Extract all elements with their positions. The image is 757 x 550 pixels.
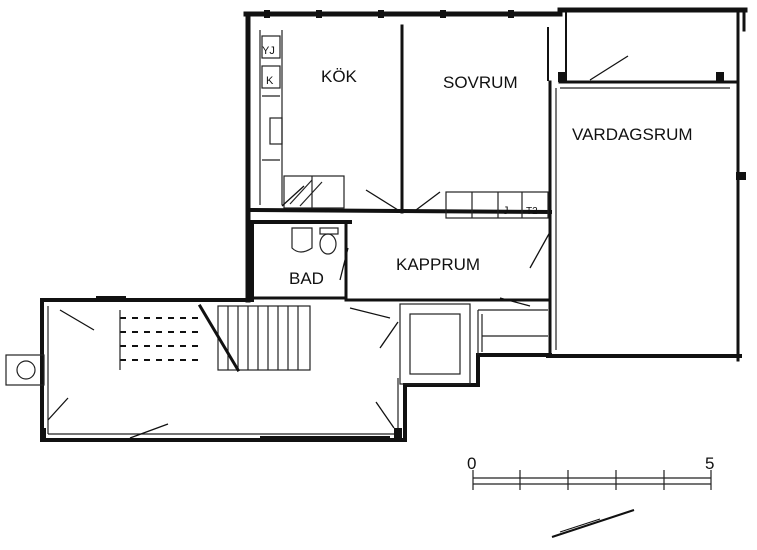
- scale-bar: 0 5: [467, 454, 714, 490]
- bedroom-wardrobes: J T2: [445, 191, 549, 219]
- wardrobe-mark-1: J: [503, 205, 509, 217]
- wardrobe-mark-2: T2: [526, 206, 538, 217]
- kitchen-cabinets: YJ K: [259, 30, 345, 209]
- scale-label-end: 5: [705, 454, 714, 473]
- room-label-hall: KAPPRUM: [396, 255, 480, 274]
- bathroom-fixtures: [291, 227, 339, 255]
- staircase: [119, 303, 311, 373]
- window-marks: [40, 10, 746, 439]
- north-arrow: [551, 509, 635, 538]
- room-label-bathroom: BAD: [289, 269, 324, 288]
- outer-walls: [40, 7, 748, 442]
- entrance-bump: [5, 354, 45, 386]
- interior-walls: [247, 9, 737, 385]
- cabinet-mark-2: K: [266, 75, 274, 87]
- cabinet-mark-1: YJ: [262, 45, 275, 57]
- scale-label-start: 0: [467, 454, 476, 473]
- room-label-kitchen: KÖK: [321, 67, 358, 86]
- room-label-bedroom: SOVRUM: [443, 73, 518, 92]
- room-label-living-room: VARDAGSRUM: [572, 125, 693, 144]
- door-swings: [47, 55, 629, 439]
